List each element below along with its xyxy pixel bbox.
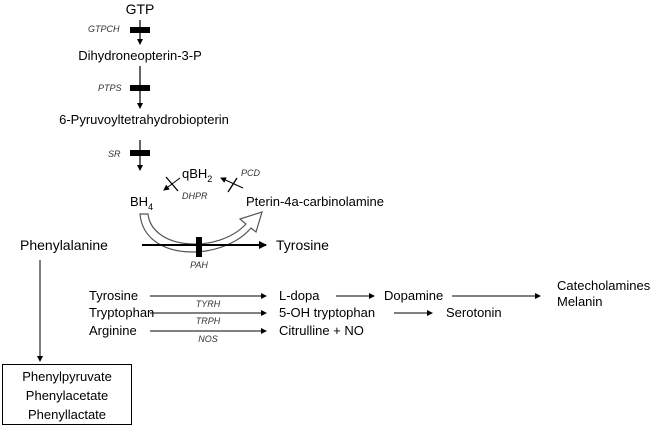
- melanin-label: Melanin: [557, 294, 603, 309]
- gtpch-label: GTPCH: [88, 24, 120, 34]
- ptps-block: [130, 85, 150, 91]
- tyrosine-substrate: Tyrosine: [89, 288, 138, 303]
- ldopa-label: L-dopa: [279, 288, 320, 303]
- cofactor-curved-arrow: [139, 211, 263, 253]
- ptps-label: PTPS: [98, 83, 122, 93]
- trph-label: TRPH: [196, 316, 221, 326]
- dihydroneopterin-label: Dihydroneopterin-3-P: [78, 48, 202, 63]
- sr-block: [130, 150, 150, 156]
- bh4-label: BH4: [130, 194, 153, 212]
- qbh2-label: qBH2: [182, 166, 212, 184]
- oh-tryptophan-label: 5-OH tryptophan: [279, 305, 375, 320]
- tyrh-label: TYRH: [196, 299, 221, 309]
- phenylalanine-label: Phenylalanine: [20, 237, 108, 253]
- pah-label: PAH: [190, 260, 208, 270]
- tyrosine-product-label: Tyrosine: [276, 237, 329, 253]
- phenyllactate-label: Phenyllactate: [27, 407, 107, 422]
- catecholamines-label: Catecholamines: [557, 278, 651, 293]
- phenylpyruvate-label: Phenylpyruvate: [22, 369, 112, 384]
- pcd-label: PCD: [241, 168, 261, 178]
- pyruvoyl-label: 6-Pyruvoyltetrahydrobiopterin: [59, 112, 229, 127]
- pcd-block-mark: [227, 177, 238, 193]
- tryptophan-substrate: Tryptophan: [89, 305, 154, 320]
- dhpr-block-mark: [165, 176, 179, 192]
- nos-label: NOS: [198, 334, 218, 344]
- phenylacetate-label: Phenylacetate: [25, 388, 109, 403]
- alt-products-box: Phenylpyruvate Phenylacetate Phenyllacta…: [2, 364, 132, 425]
- serotonin-label: Serotonin: [446, 305, 502, 320]
- pterin-label: Pterin-4a-carbinolamine: [246, 194, 384, 209]
- pah-block: [196, 237, 202, 257]
- dhpr-label: DHPR: [182, 191, 208, 201]
- arginine-substrate: Arginine: [89, 323, 137, 338]
- pcd-arrow: [220, 177, 244, 189]
- citrulline-no-label: Citrulline + NO: [279, 323, 364, 338]
- gtp-label: GTP: [126, 1, 155, 17]
- sr-label: SR: [108, 149, 121, 159]
- dopamine-label: Dopamine: [384, 288, 443, 303]
- gtpch-block: [130, 27, 150, 33]
